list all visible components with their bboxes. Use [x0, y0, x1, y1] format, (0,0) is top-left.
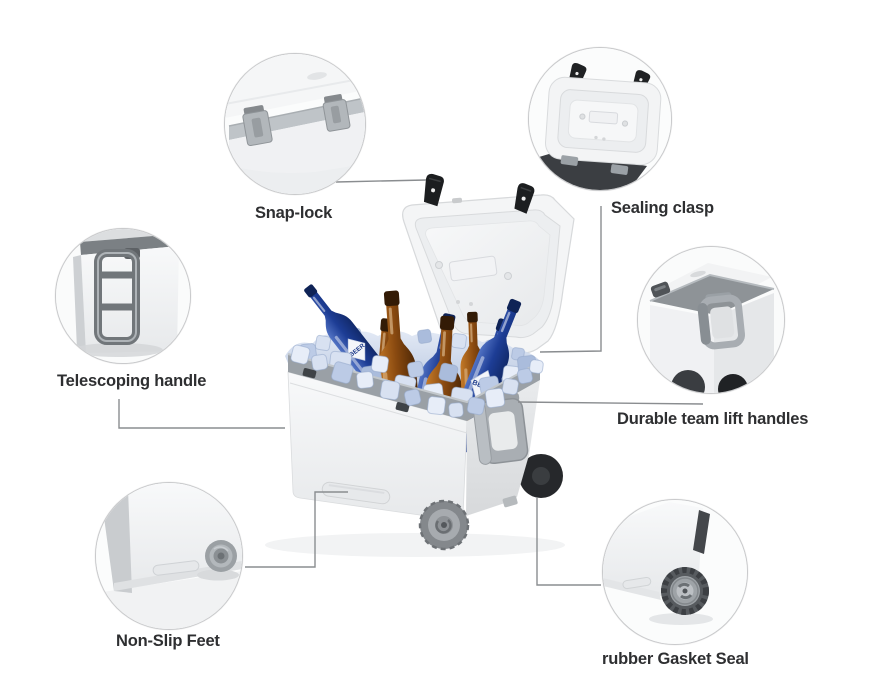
callout-circle-non-slip-feet: [95, 482, 243, 630]
callout-label-non-slip-feet: Non-Slip Feet: [116, 632, 220, 650]
lid-screw: [504, 272, 512, 280]
callout-circle-telescoping-handle: [55, 228, 191, 364]
connector-non-slip-feet: [245, 491, 348, 568]
callout-label-rubber-gasket-seal: rubber Gasket Seal: [602, 650, 749, 668]
callout-label-snap-lock: Snap-lock: [255, 204, 333, 222]
snap-lock-detail: [225, 54, 365, 194]
team-lift-handles-detail: [638, 247, 784, 393]
cooler-product: [265, 173, 575, 557]
rear-foot: [502, 495, 518, 508]
connector-lines: [118, 179, 704, 586]
lid-sealing-clasp-left: [423, 173, 444, 207]
connector-rubber-gasket-seal: [536, 498, 601, 586]
base-groove: [321, 481, 391, 505]
rim-latch-keeper: [395, 402, 410, 413]
callout-label-team-lift-handles: Durable team lift handles: [617, 410, 809, 428]
non-slip-feet-detail: [96, 483, 242, 629]
lid-latch-plate: [448, 255, 498, 282]
lid-sealing-clasp-right: [514, 183, 535, 214]
connector-sealing-clasp: [539, 206, 602, 353]
rim-latch-keeper: [302, 368, 317, 379]
callout-circle-snap-lock: [224, 53, 366, 195]
cooler-lid: [402, 173, 575, 354]
connector-telescoping-handle: [118, 399, 285, 429]
connector-snap-lock: [335, 179, 427, 183]
floor-shadow: [265, 533, 565, 557]
rubber-gasket-seal-detail: [603, 500, 747, 644]
callout-label-telescoping-handle: Telescoping handle: [57, 372, 207, 390]
lid-screw: [435, 261, 443, 269]
callout-circle-sealing-clasp: [528, 47, 672, 191]
telescoping-handle-detail: [56, 229, 190, 363]
callout-circle-rubber-gasket-seal: [602, 499, 748, 645]
front-wheel: [418, 499, 470, 551]
sealing-clasp-detail: [529, 48, 671, 190]
ice-cubes-front: [290, 344, 544, 418]
callout-circle-team-lift-handles: [637, 246, 785, 394]
connector-team-lift-handles: [517, 401, 704, 405]
rear-wheel: [519, 454, 563, 498]
callout-label-sealing-clasp: Sealing clasp: [611, 199, 714, 217]
